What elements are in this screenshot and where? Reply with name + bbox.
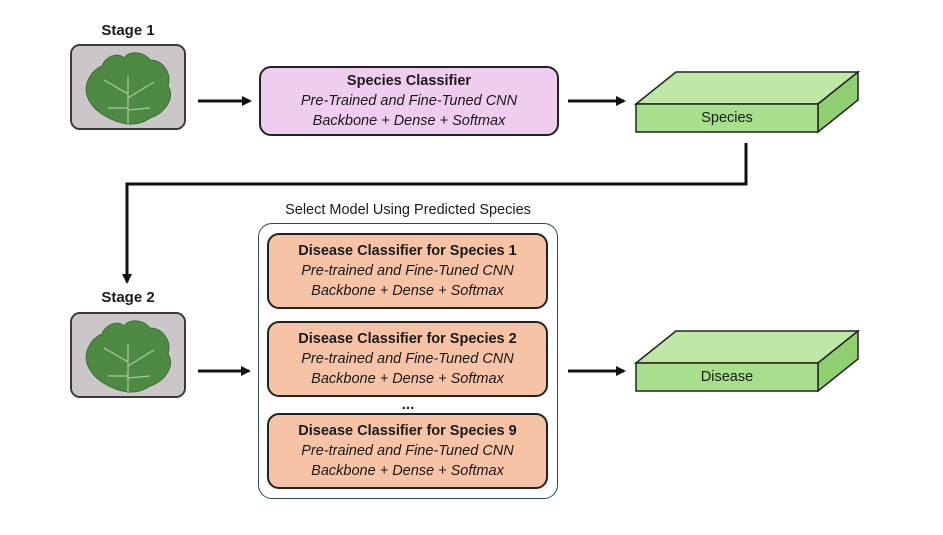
disease-classifier-line1: Pre-trained and Fine-Tuned CNN bbox=[301, 443, 514, 459]
leaf-icon bbox=[72, 46, 184, 128]
disease-classifier-line1: Pre-trained and Fine-Tuned CNN bbox=[301, 351, 514, 367]
disease-classifier-line2: Backbone + Dense + Softmax bbox=[311, 371, 504, 387]
species-output-slab bbox=[633, 70, 861, 134]
stage1-leaf-image bbox=[70, 44, 186, 130]
disease-classifier-box-9: Disease Classifier for Species 9 Pre-tra… bbox=[267, 413, 548, 489]
species-classifier-title: Species Classifier bbox=[346, 73, 472, 89]
ellipsis: ... bbox=[401, 396, 415, 413]
disease-output-slab bbox=[633, 329, 861, 393]
disease-classifier-line2: Backbone + Dense + Softmax bbox=[311, 283, 504, 299]
leaf-icon bbox=[72, 314, 184, 396]
disease-classifier-line1: Pre-trained and Fine-Tuned CNN bbox=[301, 263, 514, 279]
disease-classifier-title: Disease Classifier for Species 9 bbox=[298, 423, 517, 439]
disease-classifier-title: Disease Classifier for Species 2 bbox=[298, 331, 517, 347]
species-classifier-box: Species Classifier Pre-Trained and Fine-… bbox=[259, 66, 559, 136]
disease-output-label: Disease bbox=[700, 369, 754, 385]
species-output-label: Species bbox=[701, 110, 753, 126]
connector-species-to-stage2 bbox=[122, 143, 748, 284]
disease-classifier-line2: Backbone + Dense + Softmax bbox=[311, 463, 504, 479]
stage2-leaf-image bbox=[70, 312, 186, 398]
stage2-label: Stage 2 bbox=[101, 289, 155, 306]
species-classifier-line2: Backbone + Dense + Softmax bbox=[312, 113, 506, 129]
stage1-label: Stage 1 bbox=[101, 22, 155, 39]
species-classifier-line1: Pre-Trained and Fine-Tuned CNN bbox=[300, 93, 518, 109]
disease-classifier-box-1: Disease Classifier for Species 1 Pre-tra… bbox=[267, 233, 548, 309]
disease-classifier-box-2: Disease Classifier for Species 2 Pre-tra… bbox=[267, 321, 548, 397]
disease-classifier-title: Disease Classifier for Species 1 bbox=[298, 243, 517, 259]
select-model-caption: Select Model Using Predicted Species bbox=[285, 202, 531, 218]
